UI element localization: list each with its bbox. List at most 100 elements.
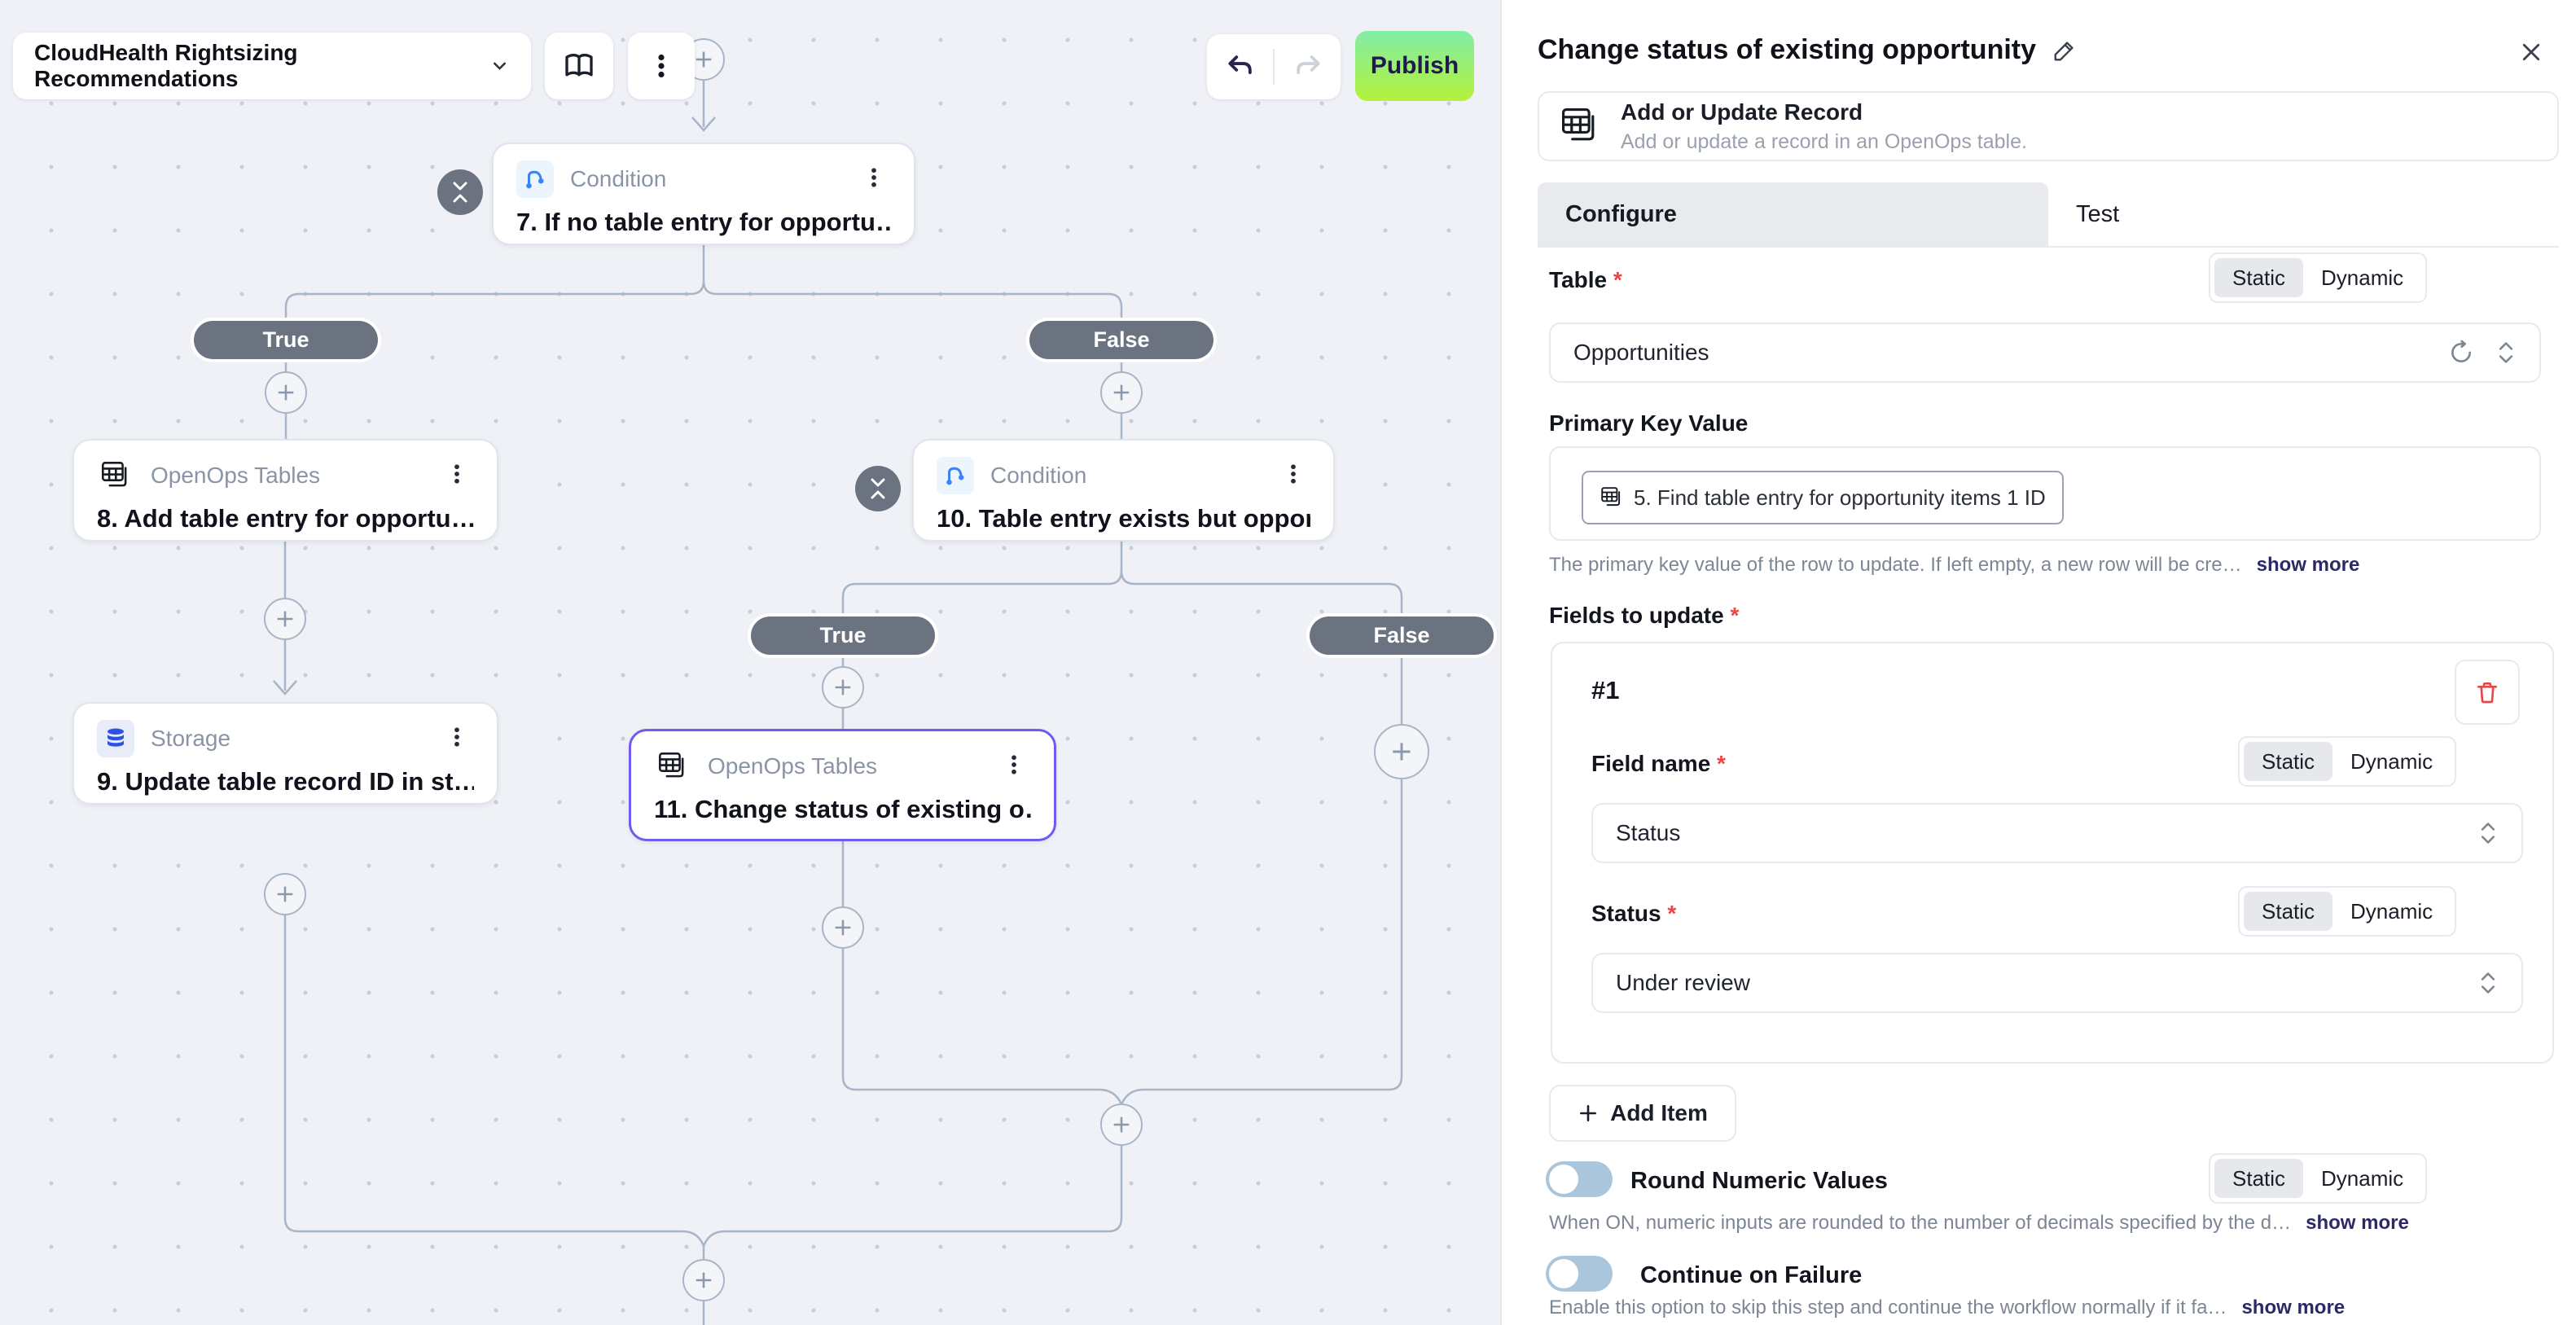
- publish-label: Publish: [1370, 52, 1459, 79]
- primary-key-label: Primary Key Value: [1549, 410, 1749, 436]
- flow-node-8-openops-tables[interactable]: OpenOps Tables 8. Add table entry for op…: [72, 439, 498, 542]
- round-numeric-helper-row: When ON, numeric inputs are rounded to t…: [1549, 1212, 2409, 1235]
- add-step-button[interactable]: [1100, 371, 1143, 414]
- static-option[interactable]: Static: [2214, 258, 2304, 297]
- refresh-button[interactable]: [2448, 340, 2474, 366]
- trash-icon: [2477, 682, 2497, 704]
- field-name-value: Status: [1616, 820, 1681, 845]
- add-step-button[interactable]: [1100, 1103, 1143, 1146]
- add-step-button[interactable]: [264, 873, 306, 915]
- node-type-label: Condition: [570, 166, 667, 191]
- node-menu-button[interactable]: [857, 162, 891, 197]
- node-menu-button[interactable]: [440, 722, 474, 757]
- flow-connectors: [273, 81, 1403, 1325]
- primary-key-input[interactable]: 5. Find table entry for opportunity item…: [1549, 446, 2541, 541]
- publish-button[interactable]: Publish: [1355, 31, 1474, 101]
- tab-configure-label: Configure: [1565, 200, 1677, 227]
- table-select[interactable]: Opportunities: [1549, 322, 2541, 383]
- close-icon: [2522, 43, 2540, 61]
- undo-button[interactable]: [1207, 34, 1273, 99]
- redo-button[interactable]: [1275, 34, 1341, 99]
- add-step-button[interactable]: [264, 598, 306, 640]
- branch-true-text: True: [262, 327, 309, 352]
- node-title: 8. Add table entry for opportu…: [97, 504, 474, 533]
- required-asterisk: *: [1717, 751, 1726, 776]
- rename-step-button[interactable]: [2052, 38, 2077, 63]
- status-select[interactable]: Under review: [1591, 953, 2523, 1013]
- dynamic-option[interactable]: Dynamic: [2321, 265, 2404, 290]
- tab-configure[interactable]: Configure: [1538, 182, 2048, 246]
- pencil-icon: [2054, 41, 2074, 60]
- dynamic-option[interactable]: Dynamic: [2350, 748, 2433, 774]
- condition-icon: [937, 457, 974, 494]
- add-step-button[interactable]: [265, 371, 307, 414]
- panel-title: Change status of existing opportunity: [1538, 34, 2037, 65]
- collapse-branch-button[interactable]: [855, 466, 901, 511]
- node-title: 7. If no table entry for opportu…: [516, 208, 891, 236]
- static-option[interactable]: Static: [2244, 742, 2333, 781]
- add-step-button[interactable]: [682, 1259, 725, 1301]
- select-chevrons-icon: [2481, 823, 2495, 844]
- tables-icon: [97, 457, 134, 494]
- flow-selector-dropdown[interactable]: CloudHealth Rightsizing Recommendations: [13, 33, 531, 99]
- show-more-link[interactable]: show more: [2256, 554, 2360, 576]
- plus-icon: [696, 1272, 712, 1288]
- field-name-select[interactable]: Status: [1591, 803, 2523, 863]
- flow-canvas[interactable]: CloudHealth Rightsizing Recommendations …: [0, 0, 1500, 1325]
- plus-icon: [696, 51, 712, 68]
- show-more-link[interactable]: show more: [2306, 1212, 2409, 1234]
- documentation-button[interactable]: [545, 33, 613, 99]
- add-step-button[interactable]: [1374, 724, 1429, 779]
- node-menu-button[interactable]: [997, 749, 1031, 784]
- static-option[interactable]: Static: [2244, 892, 2333, 931]
- action-info-card: Add or Update Record Add or update a rec…: [1538, 91, 2559, 161]
- tab-test-label: Test: [2076, 200, 2120, 227]
- flow-menu-button[interactable]: [628, 33, 695, 99]
- flow-node-11-openops-tables-selected[interactable]: OpenOps Tables 11. Change status of exis…: [629, 729, 1056, 841]
- add-step-button[interactable]: [822, 906, 864, 949]
- node-menu-button[interactable]: [440, 458, 474, 494]
- toggle-knob: [1549, 1165, 1578, 1194]
- chevron-up-icon: [871, 490, 885, 499]
- collapse-branch-button[interactable]: [437, 169, 483, 215]
- select-chevrons-icon: [2499, 342, 2513, 363]
- chevron-down-icon: [494, 62, 507, 70]
- flow-node-9-storage[interactable]: Storage 9. Update table record ID in st…: [72, 702, 498, 805]
- add-step-button[interactable]: [822, 666, 864, 709]
- tables-icon: [1601, 487, 1621, 507]
- plus-icon: [835, 919, 851, 936]
- plus-icon: [277, 611, 293, 627]
- continue-on-failure-label: Continue on Failure: [1640, 1262, 1863, 1288]
- branch-label-false: False: [1310, 616, 1494, 655]
- node-type-label: Condition: [990, 463, 1087, 488]
- static-option[interactable]: Static: [2214, 1159, 2304, 1198]
- dynamic-option[interactable]: Dynamic: [2350, 898, 2433, 924]
- primary-key-helper: The primary key value of the row to upda…: [1549, 554, 2242, 576]
- select-chevrons-icon: [2481, 972, 2495, 994]
- dynamic-option[interactable]: Dynamic: [2321, 1165, 2404, 1191]
- flow-node-7-condition[interactable]: Condition 7. If no table entry for oppor…: [492, 143, 915, 245]
- round-numeric-values-label: Round Numeric Values: [1630, 1168, 1888, 1194]
- node-type-label: OpenOps Tables: [151, 463, 321, 488]
- tab-test[interactable]: Test: [2048, 182, 2559, 246]
- add-item-button[interactable]: Add Item: [1549, 1085, 1736, 1142]
- continue-on-failure-toggle[interactable]: [1546, 1256, 1613, 1292]
- table-select-value: Opportunities: [1573, 340, 1709, 365]
- round-numeric-values-toggle[interactable]: [1546, 1161, 1613, 1197]
- delete-field-item-button[interactable]: [2455, 660, 2520, 725]
- primary-key-token[interactable]: 5. Find table entry for opportunity item…: [1582, 471, 2064, 524]
- plus-icon: [1580, 1105, 1597, 1121]
- condition-icon: [516, 160, 554, 198]
- tables-icon: [654, 748, 691, 785]
- plus-icon: [1113, 384, 1130, 401]
- show-more-link[interactable]: show more: [2241, 1296, 2346, 1318]
- field-item-index: #1: [1591, 676, 1620, 704]
- round-numeric-static-dynamic-toggle: Static Dynamic: [2209, 1153, 2428, 1204]
- branch-label-true: True: [194, 321, 378, 359]
- flow-node-10-condition[interactable]: Condition 10. Table entry exists but opp…: [912, 439, 1335, 542]
- node-menu-button[interactable]: [1276, 458, 1310, 494]
- close-panel-button[interactable]: [2513, 34, 2549, 70]
- chevron-down-icon: [871, 478, 885, 487]
- chevron-down-icon: [453, 182, 467, 191]
